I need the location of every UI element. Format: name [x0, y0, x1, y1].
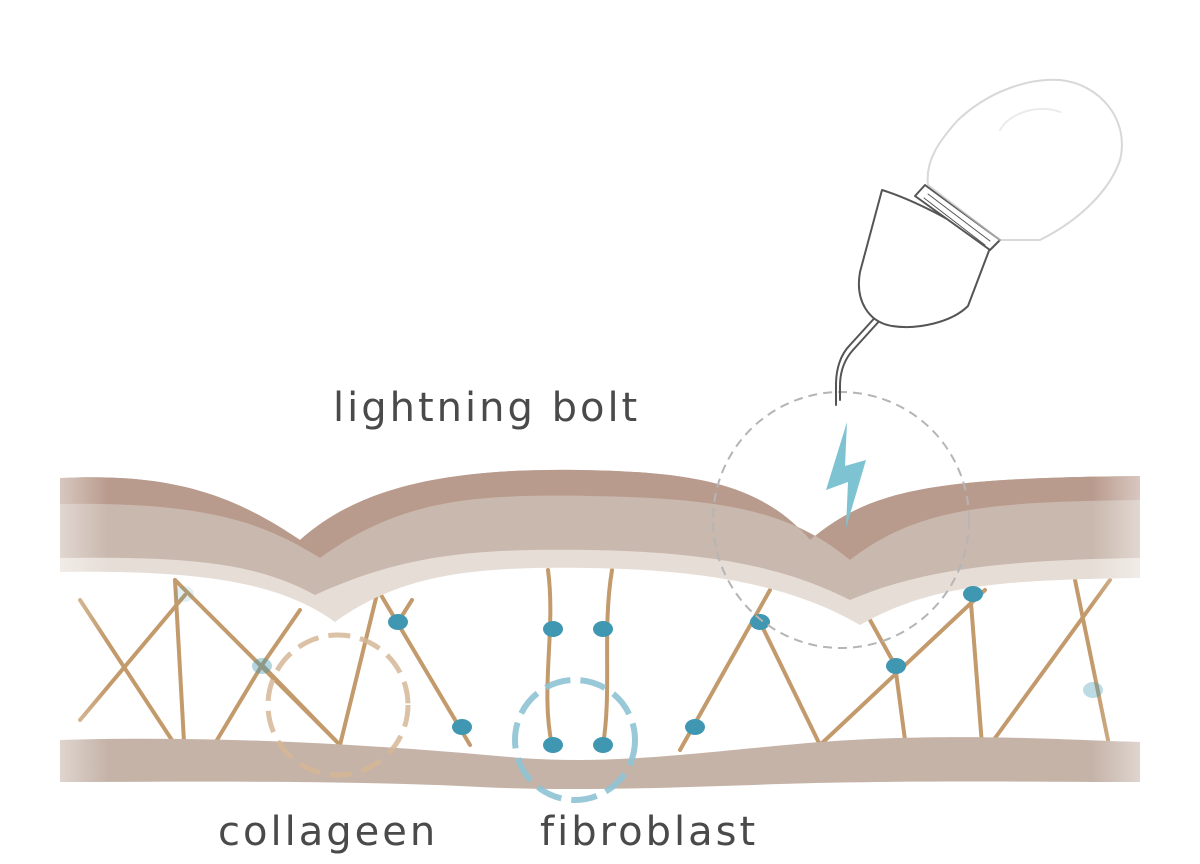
collagen-ring: [265, 632, 411, 778]
fibroblast-dot: [452, 719, 472, 735]
fibroblast-dot: [963, 586, 983, 602]
fibroblast-dot: [685, 719, 705, 735]
fibroblast-dots: [174, 586, 1103, 753]
fibroblast-dot: [388, 614, 408, 630]
fibroblast-dot: [593, 737, 613, 753]
fibroblast-dot: [543, 621, 563, 637]
fibroblast-dot: [252, 658, 272, 674]
fibroblast-dot: [1083, 682, 1103, 698]
fibroblast-label: fibroblast: [540, 809, 759, 855]
fibroblast-dot: [174, 586, 194, 602]
microneedle-pen-icon: [835, 78, 1123, 406]
fibroblast-dot: [593, 621, 613, 637]
fibroblast-ring: [512, 677, 638, 803]
collagen-label: collageen: [218, 809, 439, 855]
lightning-bolt-label: lightning bolt: [333, 385, 641, 431]
fibroblast-dot: [750, 614, 770, 630]
fibroblast-dot: [543, 737, 563, 753]
lightning-bolt-icon: [826, 422, 866, 528]
fibroblast-dot: [886, 658, 906, 674]
